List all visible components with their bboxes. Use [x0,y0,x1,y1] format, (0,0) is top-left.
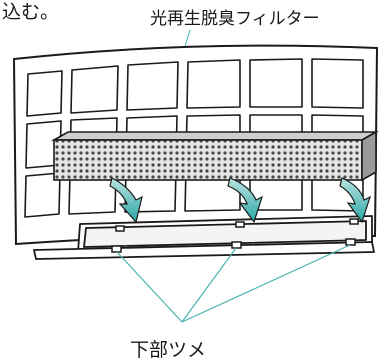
arrow-right [339,177,372,224]
top-text-fragment: 込む。 [2,1,59,23]
hook-center [231,241,242,249]
filter-holder-tray [33,215,375,260]
hook-label: 下部ツメ [130,339,206,361]
deodorizing-filter [50,130,380,182]
lower-hooks [111,218,359,253]
arrow-left [109,177,143,224]
hook-left [111,245,122,253]
filter-label: 光再生脱臭フィルター [150,9,320,29]
hook-leader-lines [116,244,351,323]
arrow-center [227,177,264,224]
insert-arrows [109,177,372,224]
hook-right [345,238,356,246]
